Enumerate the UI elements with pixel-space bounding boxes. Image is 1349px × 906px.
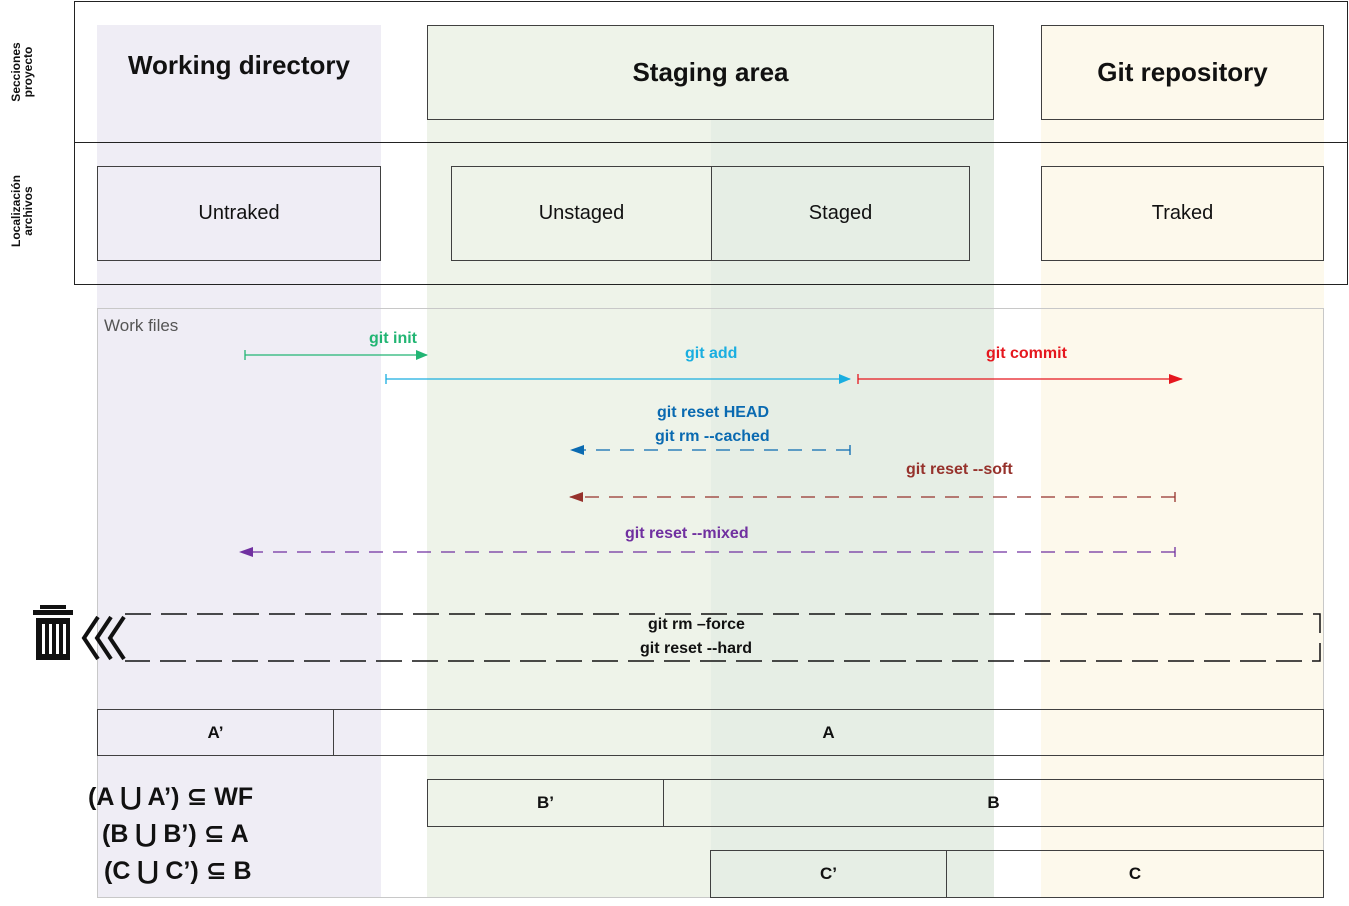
equation-a: (A ⋃ A’) ⊆ WF: [88, 783, 254, 811]
label-git-reset-mixed: git reset --mixed: [625, 525, 749, 542]
section-git-repository: Git repository: [1041, 25, 1324, 120]
set-b-prime: B’: [427, 779, 664, 827]
git-reset-soft-arrow: [569, 492, 1176, 502]
equation-c: (C ⋃ C’) ⊆ B: [104, 857, 252, 885]
set-b: B: [663, 779, 1324, 827]
set-a-prime: A’: [97, 709, 334, 756]
header-frame: [74, 1, 1348, 285]
label-git-rm-force: git rm –force: [648, 616, 745, 633]
repo-column-band: [1041, 25, 1324, 898]
set-c: C: [946, 850, 1324, 898]
set-a: A: [333, 709, 1324, 756]
label-git-commit: git commit: [986, 345, 1067, 362]
equation-b: (B ⋃ B’) ⊆ A: [102, 820, 249, 848]
git-add-arrow: [385, 374, 851, 384]
label-git-reset-soft: git reset --soft: [906, 461, 1013, 478]
section-staging-area: Staging area: [427, 25, 994, 120]
git-commit-arrow: [857, 374, 1183, 384]
state-untracked: Untraked: [97, 166, 381, 261]
label-git-rm-cached: git rm --cached: [655, 428, 770, 445]
git-reset-mixed-arrow: [239, 547, 1176, 557]
state-staged: Staged: [711, 166, 970, 261]
section-working-directory: Working directory: [127, 50, 350, 80]
header-divider: [74, 142, 1348, 143]
triple-chevron-left-icon: [81, 615, 126, 661]
label-git-init: git init: [369, 330, 417, 347]
git-reset-head-arrow: [570, 445, 851, 455]
trash-icon: [33, 605, 73, 660]
state-tracked: Traked: [1041, 166, 1324, 261]
git-hard-dashed-path: [125, 613, 1321, 662]
label-git-add: git add: [685, 345, 738, 362]
set-c-prime: C’: [710, 850, 947, 898]
work-files-label: Work files: [104, 316, 179, 335]
git-init-arrow: [244, 350, 428, 360]
label-git-reset-head: git reset HEAD: [657, 404, 770, 421]
staged-subcolumn-band: [711, 25, 994, 898]
label-git-reset-hard: git reset --hard: [640, 640, 753, 657]
